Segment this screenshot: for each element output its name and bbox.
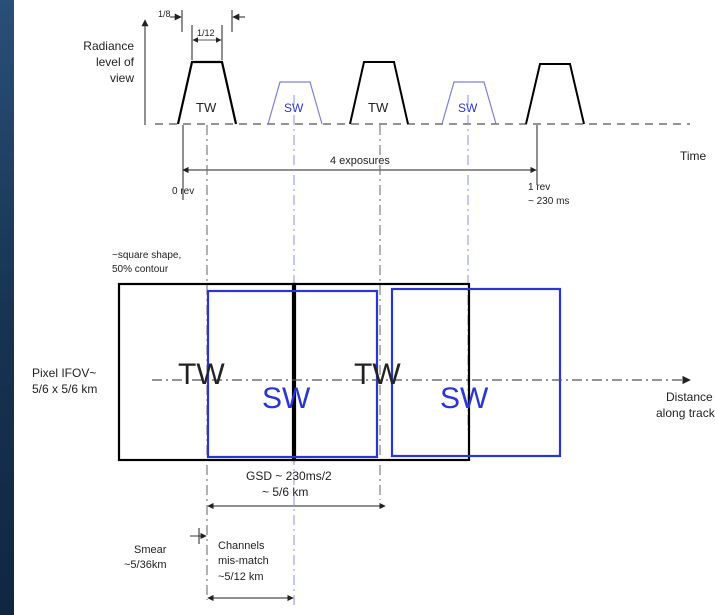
exposures-span-label: 4 exposures	[330, 155, 390, 167]
distance-axis-label-line1: Distance	[666, 390, 713, 404]
dim-inner-label: 1/12	[197, 28, 215, 38]
exposure-timing-diagram: Radiance level of view Time 1/8 1/12 TW …	[14, 0, 715, 615]
box-label-tw-2: TW	[354, 358, 401, 391]
footprint-box-sw-2	[392, 289, 560, 456]
end-label-line2: ~ 230 ms	[528, 196, 569, 207]
shape-label-line2: 50% contour	[112, 264, 169, 275]
footprint-section: ~square shape, 50% contour Distance alon…	[32, 250, 715, 598]
dim-outer-label: 1/8	[158, 9, 171, 19]
pixel-label-line1: Pixel IFOV~	[32, 366, 96, 380]
shape-label-line1: ~square shape,	[112, 250, 181, 261]
box-label-sw-2: SW	[440, 382, 489, 415]
timeline-section: Radiance level of view Time 1/8 1/12 TW …	[83, 9, 706, 207]
gsd-label-line1: GSD ~ 230ms/2	[246, 469, 332, 483]
guide-lines	[207, 95, 468, 608]
smear-label-line2: ~5/36km	[124, 559, 167, 571]
start-label: 0 rev	[172, 186, 194, 197]
distance-axis-label-line2: along track	[656, 406, 715, 420]
box-label-tw-1: TW	[178, 358, 225, 391]
end-label-line1: 1 rev	[528, 182, 550, 193]
smear-label-line1: Smear	[134, 544, 167, 556]
mismatch-label-line2: mis-match	[218, 555, 269, 567]
pulse-label-tw-2: TW	[368, 100, 389, 115]
mismatch-label-line1: Channels	[218, 540, 265, 552]
box-label-sw-1: SW	[262, 382, 311, 415]
diagram-panel: Radiance level of view Time 1/8 1/12 TW …	[14, 0, 715, 615]
gsd-label-line2: ~ 5/6 km	[262, 485, 308, 499]
radiance-axis-label-line2: level of	[96, 55, 135, 69]
pulse-tw-3	[526, 64, 584, 124]
radiance-axis-label-line1: Radiance	[83, 39, 134, 53]
time-axis-label: Time	[680, 149, 707, 163]
pulse-label-tw-1: TW	[196, 100, 217, 115]
pixel-label-line2: 5/6 x 5/6 km	[32, 382, 97, 396]
radiance-axis-label-line3: view	[110, 71, 134, 85]
mismatch-label-line3: ~5/12 km	[218, 571, 264, 583]
